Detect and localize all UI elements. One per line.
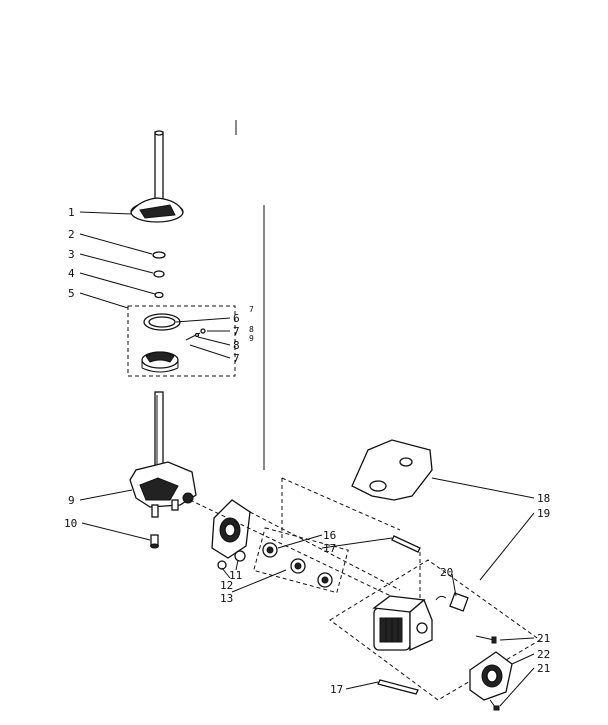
callout-5: 5 bbox=[68, 287, 75, 300]
part-5-kit-box bbox=[127, 305, 236, 377]
callout-7c: 7 bbox=[233, 352, 240, 365]
callout-19: 19 bbox=[537, 507, 550, 520]
side-note-7: 7 bbox=[249, 305, 254, 314]
callout-22: 22 bbox=[537, 648, 550, 661]
callout-4: 4 bbox=[68, 267, 75, 280]
part-10-bolt bbox=[150, 534, 159, 549]
part-20-clip bbox=[435, 592, 469, 612]
part-21-screw-a bbox=[475, 635, 497, 644]
callout-11: 11 bbox=[229, 569, 242, 582]
part-13-bearing-a bbox=[290, 558, 306, 574]
callout-1: 1 bbox=[68, 206, 75, 219]
part-17-clip-lower bbox=[377, 679, 419, 695]
callout-17a: 17 bbox=[323, 542, 336, 555]
callout-7a: 7 bbox=[233, 325, 240, 338]
callout-21a: 21 bbox=[537, 632, 550, 645]
leader-lines bbox=[79, 211, 535, 707]
part-11-ball bbox=[234, 550, 246, 562]
side-note-9: 9 bbox=[249, 334, 254, 343]
alignment-line-a bbox=[189, 499, 421, 611]
side-note-8: 8 bbox=[249, 325, 254, 334]
part-17-clip-upper bbox=[391, 535, 421, 553]
callout-20: 20 bbox=[440, 566, 453, 579]
part-6-clutch-ring bbox=[143, 313, 181, 331]
part-12-ball bbox=[217, 560, 227, 570]
callout-10: 10 bbox=[64, 517, 77, 530]
part-16-bearing bbox=[262, 542, 278, 558]
part-9-gearcase bbox=[129, 391, 197, 518]
part-13-kit-box bbox=[253, 527, 349, 594]
part-22-pump-cover bbox=[469, 651, 513, 701]
part-3-washer bbox=[153, 270, 165, 278]
callout-18: 18 bbox=[537, 492, 550, 505]
part-19-kit-box bbox=[329, 559, 541, 701]
callout-13: 13 bbox=[220, 592, 233, 605]
callout-8: 8 bbox=[233, 339, 240, 352]
part-13-bearing-b bbox=[317, 572, 333, 588]
part-1-agitator-cam bbox=[130, 130, 184, 223]
part-18-gasket bbox=[351, 439, 433, 501]
callout-12: 12 bbox=[220, 579, 233, 592]
callout-2: 2 bbox=[68, 228, 75, 241]
callout-21b: 21 bbox=[537, 662, 550, 675]
alignment-line-b bbox=[249, 511, 401, 591]
part-2-washer bbox=[152, 251, 166, 259]
part-7-drum bbox=[141, 351, 179, 373]
callout-17b: 17 bbox=[330, 683, 343, 696]
callout-3: 3 bbox=[68, 248, 75, 261]
part-21-screw-b bbox=[489, 699, 500, 711]
callout-9: 9 bbox=[68, 494, 75, 507]
callout-16: 16 bbox=[323, 529, 336, 542]
part-seal-plate bbox=[211, 499, 251, 559]
alignment-line-d bbox=[281, 477, 401, 531]
callout-6: 6 bbox=[233, 312, 240, 325]
part-19-pump bbox=[372, 595, 433, 652]
part-7-8-spring-pin bbox=[185, 328, 206, 341]
part-4-washer bbox=[154, 291, 164, 299]
